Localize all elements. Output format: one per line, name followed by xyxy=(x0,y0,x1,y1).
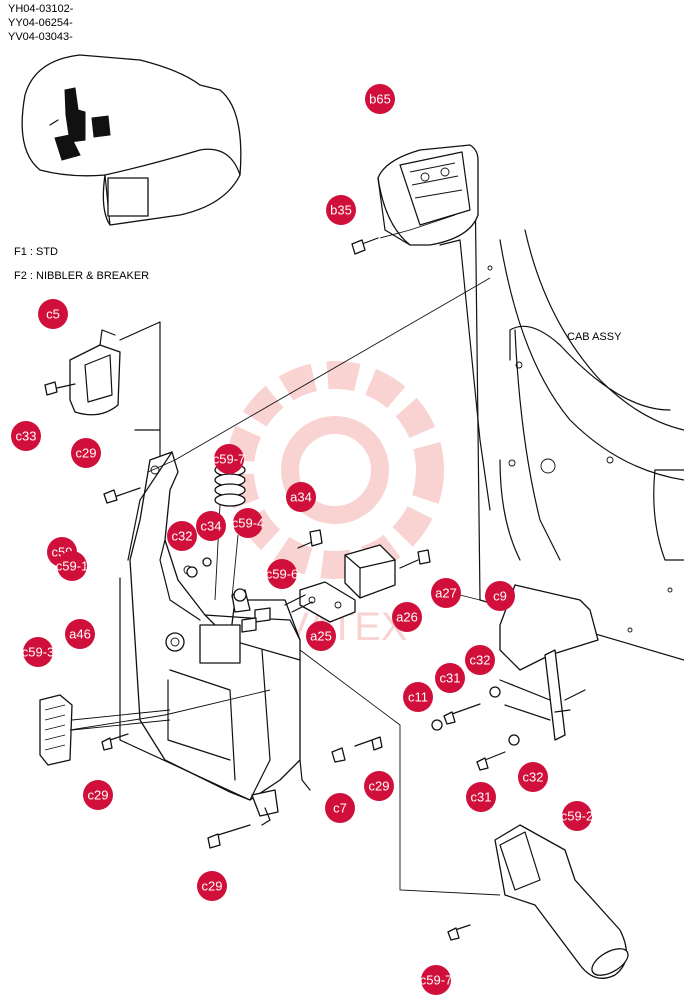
callout-a26: a26 xyxy=(392,602,422,632)
svg-text:c59-7: c59-7 xyxy=(420,973,453,988)
svg-text:c59-2: c59-2 xyxy=(561,809,594,824)
svg-text:a46: a46 xyxy=(69,627,91,642)
callout-c29-left: c29 xyxy=(83,780,113,810)
callout-c9: c9 xyxy=(485,581,515,611)
svg-text:c29: c29 xyxy=(88,788,109,803)
svg-text:b65: b65 xyxy=(369,92,391,107)
callout-c5: c5 xyxy=(38,299,68,329)
callout-c31-upper: c31 xyxy=(435,663,465,693)
callout-c59-1: c59-1 xyxy=(56,551,89,581)
plate-c9 xyxy=(499,584,599,741)
svg-text:c59-1: c59-1 xyxy=(56,559,89,574)
svg-text:c33: c33 xyxy=(16,429,37,444)
model-code-3: YV04-03043- xyxy=(8,31,73,43)
callout-b35: b35 xyxy=(326,195,356,225)
svg-text:a34: a34 xyxy=(290,490,312,505)
callout-c59-7-upper: c59-7 xyxy=(213,444,246,474)
bolt-a34 xyxy=(297,529,323,549)
callout-c32-upper: c32 xyxy=(167,521,197,551)
callout-b65: b65 xyxy=(365,84,395,114)
callout-a46: a46 xyxy=(65,619,95,649)
callout-c59-2: c59-2 xyxy=(561,801,594,831)
monitor-meter xyxy=(377,144,479,246)
legend-f2: F2 : NIBBLER & BREAKER xyxy=(14,270,150,282)
svg-text:c29: c29 xyxy=(202,879,223,894)
svg-text:b35: b35 xyxy=(330,203,352,218)
svg-text:c59-3: c59-3 xyxy=(22,645,55,660)
callout-c29-upper: c29 xyxy=(71,438,101,468)
cab-assy-frame xyxy=(439,174,684,661)
svg-text:c7: c7 xyxy=(333,801,347,816)
callout-c59-6: c59-6 xyxy=(266,559,299,589)
fasteners-right xyxy=(431,686,520,771)
svg-text:a25: a25 xyxy=(310,629,332,644)
svg-text:c34: c34 xyxy=(201,519,222,534)
relay-box-a26 xyxy=(344,544,396,599)
svg-text:a27: a27 xyxy=(435,586,457,601)
callout-c34: c34 xyxy=(196,511,226,541)
callout-c59-3: c59-3 xyxy=(22,637,55,667)
callout-c33: c33 xyxy=(11,421,41,451)
nuts-upper xyxy=(186,557,212,578)
svg-text:c59-4: c59-4 xyxy=(232,516,265,531)
callout-a34: a34 xyxy=(286,482,316,512)
callout-c32-mid: c32 xyxy=(465,645,495,675)
callout-a27: a27 xyxy=(431,578,461,608)
callout-c29-right: c29 xyxy=(364,771,394,801)
svg-text:c32: c32 xyxy=(523,770,544,785)
svg-text:c5: c5 xyxy=(46,307,60,322)
svg-text:c31: c31 xyxy=(471,790,492,805)
callout-a25: a25 xyxy=(306,621,336,651)
callout-c7: c7 xyxy=(325,793,355,823)
svg-text:a26: a26 xyxy=(396,610,418,625)
leader-lines xyxy=(69,277,501,896)
legend-f1: F1 : STD xyxy=(14,246,59,258)
callout-c11: c11 xyxy=(403,682,433,712)
model-code-1: YH04-03102- xyxy=(8,3,74,15)
svg-text:c11: c11 xyxy=(408,690,428,705)
svg-text:c32: c32 xyxy=(172,529,193,544)
callout-c59-4: c59-4 xyxy=(232,508,265,538)
bolt-b35 xyxy=(351,214,456,255)
console-panel xyxy=(119,451,311,826)
callout-c59-7-bottom: c59-7 xyxy=(420,965,453,995)
grille-c59-3 xyxy=(39,694,171,766)
machine-thumbnail xyxy=(21,54,242,226)
svg-text:c29: c29 xyxy=(369,779,390,794)
svg-text:c9: c9 xyxy=(493,589,507,604)
fasteners-bottom xyxy=(101,733,383,849)
svg-text:c32: c32 xyxy=(470,653,491,668)
model-code-2: YY04-06254- xyxy=(8,17,73,29)
callout-c31-lower: c31 xyxy=(466,782,496,812)
bolt-c29-upper xyxy=(103,487,141,504)
svg-text:c59-6: c59-6 xyxy=(266,567,299,582)
svg-text:c29: c29 xyxy=(76,446,97,461)
air-duct-c59-2 xyxy=(447,824,629,979)
cab-assy-label: CAB ASSY xyxy=(567,331,622,343)
bracket-c5 xyxy=(44,321,161,541)
callout-c29-bottom: c29 xyxy=(197,871,227,901)
svg-text:c31: c31 xyxy=(440,671,461,686)
callout-c32-lower: c32 xyxy=(518,762,548,792)
bolt-a27 xyxy=(399,549,431,569)
svg-text:c59-7: c59-7 xyxy=(213,452,246,467)
bracket-a25 xyxy=(284,581,356,623)
